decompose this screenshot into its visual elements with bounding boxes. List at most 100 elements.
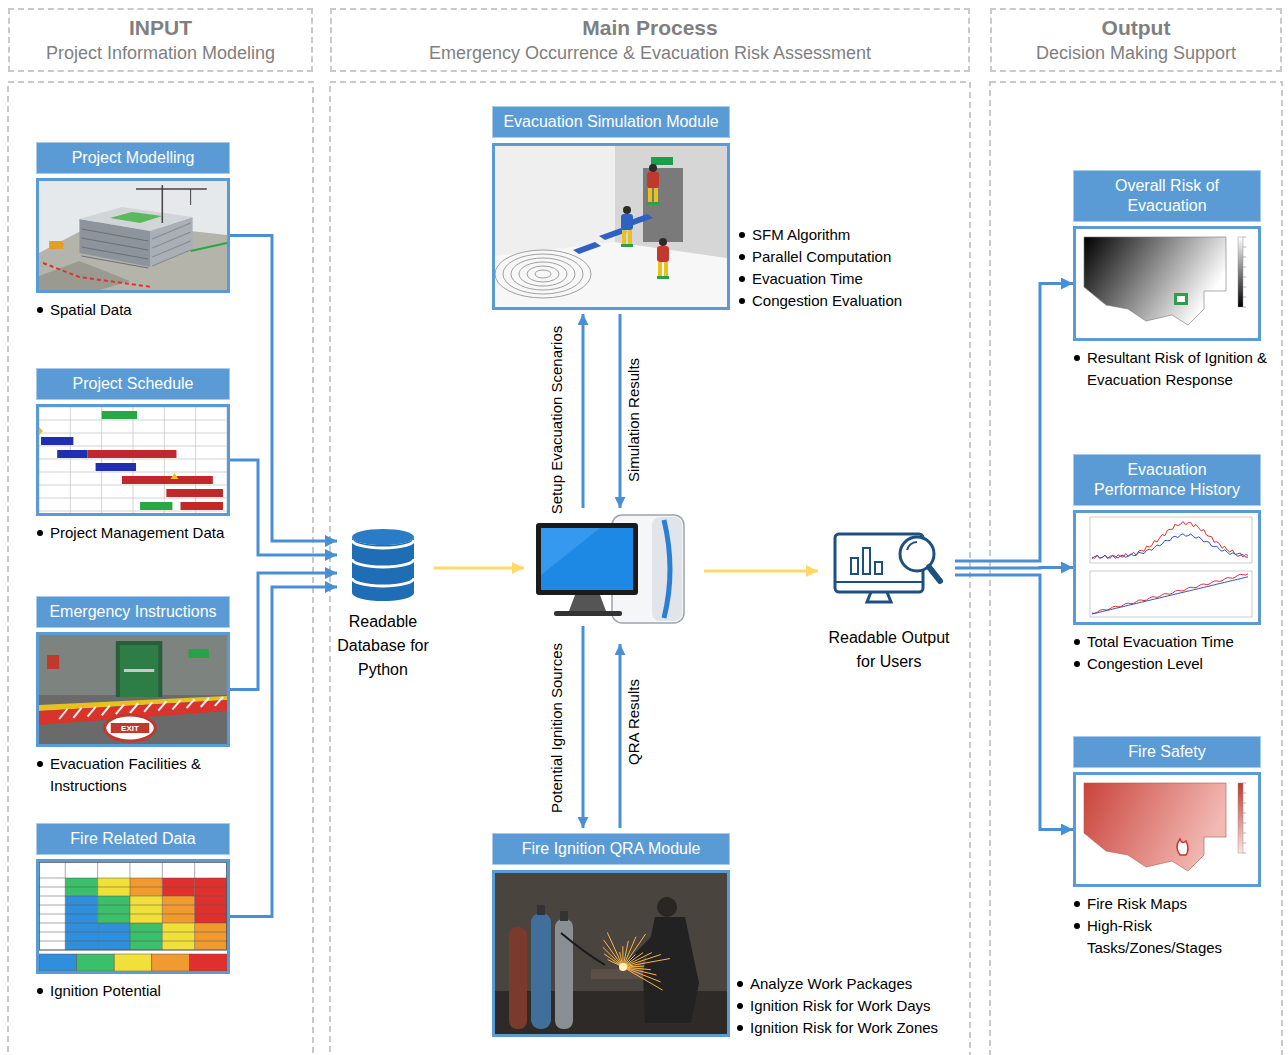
ellipse-shape <box>503 254 583 294</box>
rect-shape <box>560 911 568 921</box>
ellipse-shape <box>535 270 551 278</box>
bullet-text: Congestion Level <box>1087 655 1203 672</box>
rect-shape <box>162 887 194 896</box>
line-shape <box>39 485 227 486</box>
bullet-dot <box>37 307 43 313</box>
rect-shape <box>49 241 63 249</box>
line-shape <box>172 700 180 709</box>
rect-shape <box>195 896 227 905</box>
rect-shape <box>652 517 682 621</box>
rect-shape <box>111 723 149 733</box>
bullet-list: Ignition Potential <box>36 980 230 1002</box>
rect-shape <box>124 669 154 672</box>
column-header: INPUTProject Information Modeling <box>8 8 313 72</box>
connector-arrow <box>230 236 337 542</box>
rect-shape <box>102 411 137 419</box>
rect-shape <box>130 941 162 950</box>
polygon-shape <box>569 595 606 611</box>
line-shape <box>39 941 227 942</box>
rect-shape <box>162 878 194 887</box>
polygon-shape <box>170 473 178 479</box>
rect-shape <box>65 887 97 896</box>
line-shape <box>39 905 227 906</box>
rect-shape <box>65 914 97 923</box>
rect-shape <box>130 887 162 896</box>
line-shape <box>582 626 585 828</box>
path-shape <box>352 537 414 601</box>
computer-icon <box>536 515 684 623</box>
line-shape <box>1243 297 1246 298</box>
bullet-text: High-Risk Tasks/Zones/Stages <box>1087 917 1222 956</box>
rect-shape <box>1238 783 1243 853</box>
line-shape <box>623 967 661 982</box>
bullet-list: Evacuation Facilities & Instructions <box>36 753 230 797</box>
illustration <box>39 181 227 290</box>
rect-shape <box>96 463 136 471</box>
output-card: Fire SafetyFire Risk MapsHigh-Risk Tasks… <box>1073 736 1261 959</box>
rect-shape <box>162 896 194 905</box>
polygon-shape <box>79 207 192 231</box>
circle-shape <box>649 164 657 172</box>
rect-shape <box>114 954 152 971</box>
rect-shape <box>622 230 626 246</box>
line-shape <box>194 862 195 950</box>
line-shape <box>65 862 66 950</box>
rect-shape <box>140 502 172 510</box>
line-shape <box>152 241 190 257</box>
rect-shape <box>1238 237 1243 307</box>
rect-shape <box>120 645 158 697</box>
path-shape <box>907 542 917 550</box>
illustration <box>495 873 727 1034</box>
illustration <box>39 407 227 513</box>
rect-shape <box>664 262 668 278</box>
rect-shape <box>47 655 59 669</box>
line-shape <box>73 708 81 718</box>
title-bar: Emergency Instructions <box>36 596 230 628</box>
line-shape <box>101 407 102 513</box>
polyline-shape <box>43 263 152 287</box>
polyline-shape <box>1092 577 1248 614</box>
rect-shape <box>98 878 130 887</box>
line-shape <box>1243 833 1246 834</box>
rect-shape <box>130 914 162 923</box>
line-shape <box>1243 307 1246 308</box>
connector-arrow <box>955 284 1073 562</box>
column-title: INPUT <box>129 15 192 41</box>
illustration <box>1076 513 1258 622</box>
card-title: Project Schedule <box>73 374 194 394</box>
bullet-dot <box>739 298 745 304</box>
column-panels <box>8 82 1282 1055</box>
circle-shape <box>619 963 627 971</box>
rect-shape <box>39 635 227 697</box>
bullet-item: Ignition Potential <box>36 980 230 1002</box>
bullet-item: Congestion Level <box>1073 653 1273 675</box>
bullet-item: Evacuation Time <box>738 268 962 290</box>
line-shape <box>623 967 663 990</box>
line-shape <box>144 702 152 711</box>
column-title: Output <box>1102 15 1171 41</box>
line-shape <box>39 878 227 879</box>
rect-shape <box>162 941 194 950</box>
illustration-frame <box>1073 226 1261 341</box>
title-bar: Evacuation Performance History <box>1073 454 1261 506</box>
line-shape <box>1243 287 1246 288</box>
rect-shape <box>531 913 551 1029</box>
line-shape <box>97 862 98 950</box>
illustration-frame <box>492 870 730 1037</box>
bullet-list: SFM AlgorithmParallel ComputationEvacuat… <box>738 224 962 312</box>
title-bar: Evacuation Simulation Module <box>492 106 730 138</box>
bullet-dot <box>1074 661 1080 667</box>
line-shape <box>129 862 130 950</box>
rect-shape <box>537 905 545 915</box>
flow-arrows <box>434 314 818 828</box>
line-shape <box>152 223 190 239</box>
line-shape <box>39 511 227 512</box>
rect-shape <box>536 523 638 595</box>
line-shape <box>39 887 227 888</box>
connector-arrow <box>230 587 337 917</box>
rect-shape <box>541 528 633 590</box>
path-shape <box>561 933 605 965</box>
line-shape <box>158 701 166 710</box>
rect-shape <box>1090 571 1252 617</box>
rect-shape <box>195 914 227 923</box>
